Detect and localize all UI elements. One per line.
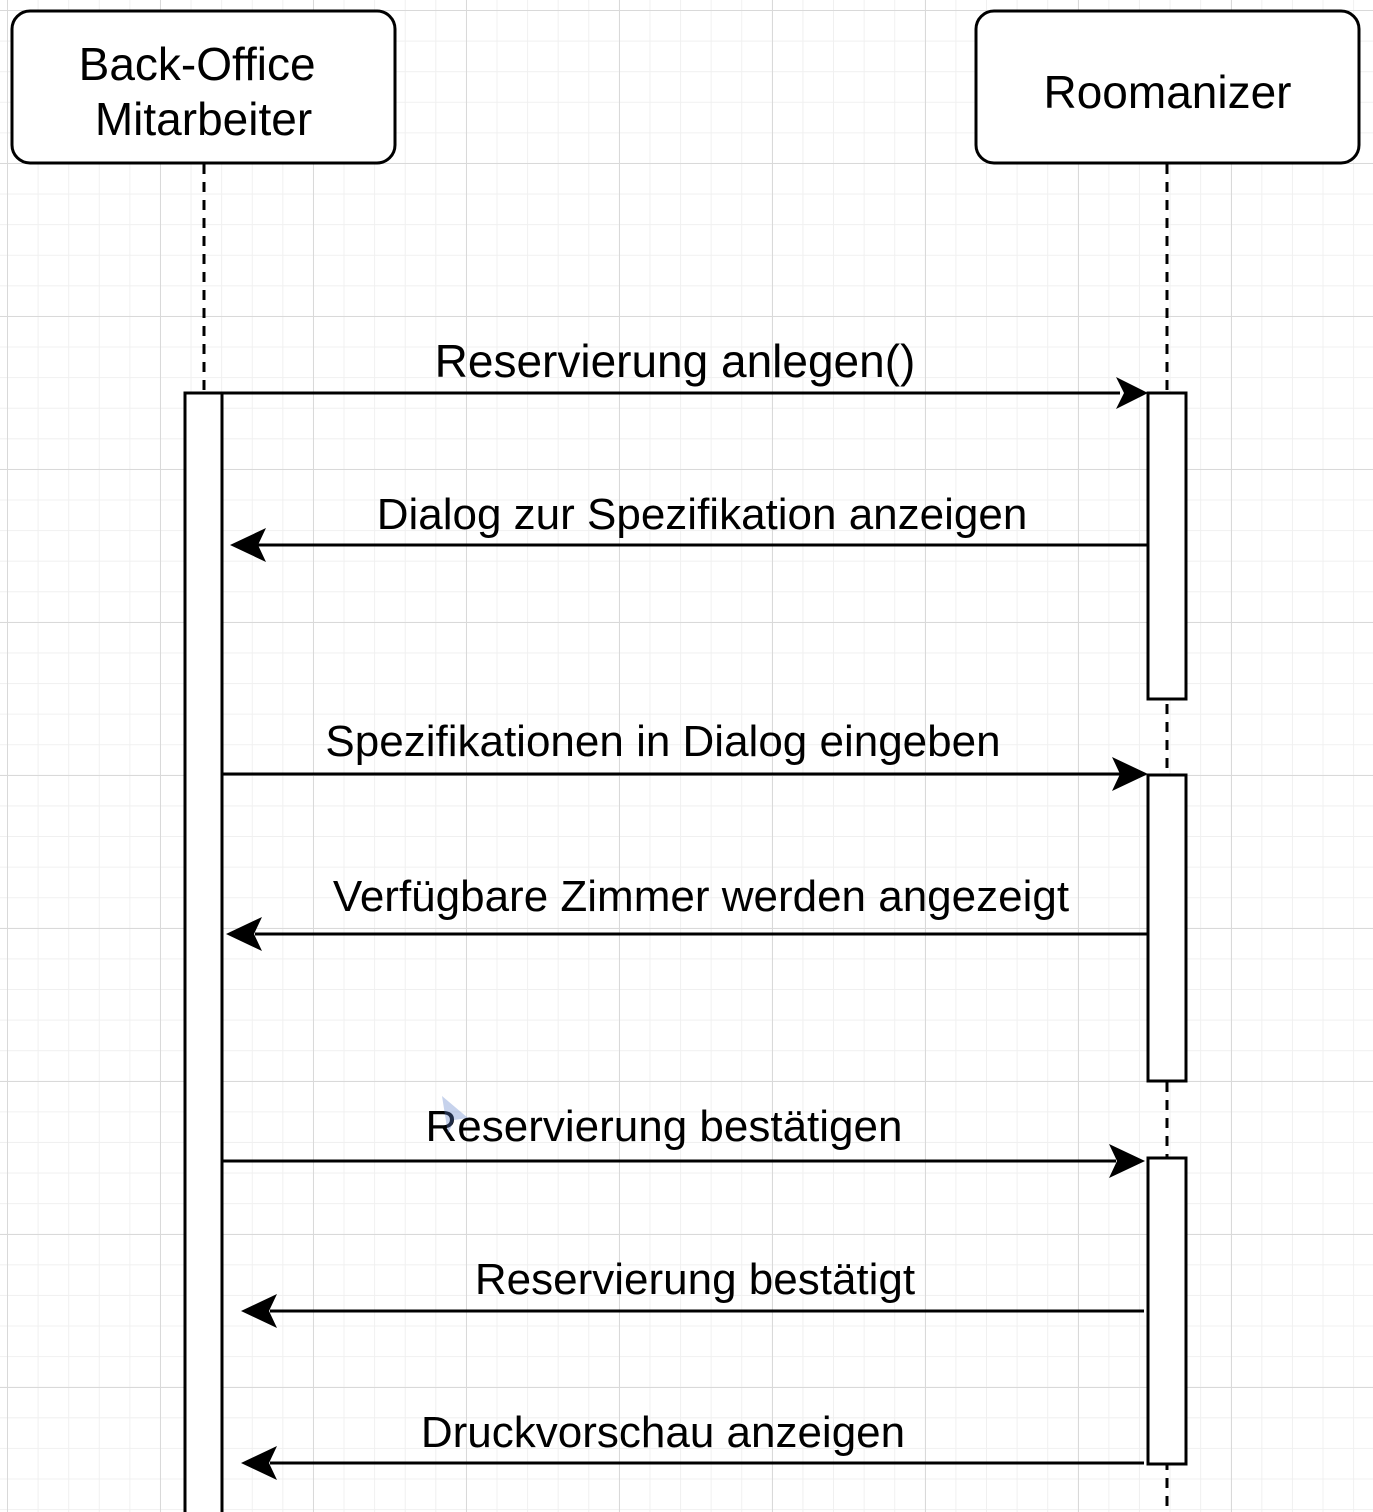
cursor-icon (442, 1096, 468, 1134)
message-label: Reservierung bestätigen (426, 1102, 903, 1151)
message-druckvorschau-anzeigen[interactable]: Druckvorschau anzeigen (241, 1408, 1144, 1480)
message-label: Dialog zur Spezifikation anzeigen (377, 490, 1028, 539)
actor-back-office-line-1: Back-Office (79, 38, 316, 90)
actor-roomanizer-label: Roomanizer (1044, 66, 1292, 118)
message-reservierung-bestaetigt[interactable]: Reservierung bestätigt (241, 1255, 1144, 1328)
message-label: Verfügbare Zimmer werden angezeigt (333, 872, 1069, 921)
message-zimmer-angezeigt[interactable]: Verfügbare Zimmer werden angezeigt (226, 872, 1148, 951)
message-reservierung-anlegen[interactable]: Reservierung anlegen() (222, 335, 1148, 409)
message-label: Spezifikationen in Dialog eingeben (325, 717, 1000, 766)
activation-back-office[interactable] (183, 391, 224, 1512)
message-label: Reservierung bestätigt (475, 1255, 915, 1304)
message-reservierung-bestaetigen[interactable]: Reservierung bestätigen (222, 1102, 1145, 1178)
activation-roomanizer-1[interactable] (1146, 391, 1188, 701)
svg-text:Back-Office Mitarbeiter: Back-Office Mitarbeiter (79, 38, 329, 145)
actor-back-office-line-2: Mitarbeiter (95, 93, 312, 145)
activation-roomanizer-2[interactable] (1146, 773, 1188, 1083)
message-spezifikationen-eingeben[interactable]: Spezifikationen in Dialog eingeben (222, 717, 1148, 791)
actor-back-office[interactable]: Back-Office Mitarbeiter (10, 9, 397, 165)
message-dialog-anzeigen[interactable]: Dialog zur Spezifikation anzeigen (230, 490, 1148, 562)
message-label: Druckvorschau anzeigen (421, 1408, 905, 1457)
activation-roomanizer-3[interactable] (1146, 1156, 1188, 1466)
actor-roomanizer[interactable]: Roomanizer (974, 9, 1361, 165)
message-label: Reservierung anlegen() (435, 335, 916, 387)
